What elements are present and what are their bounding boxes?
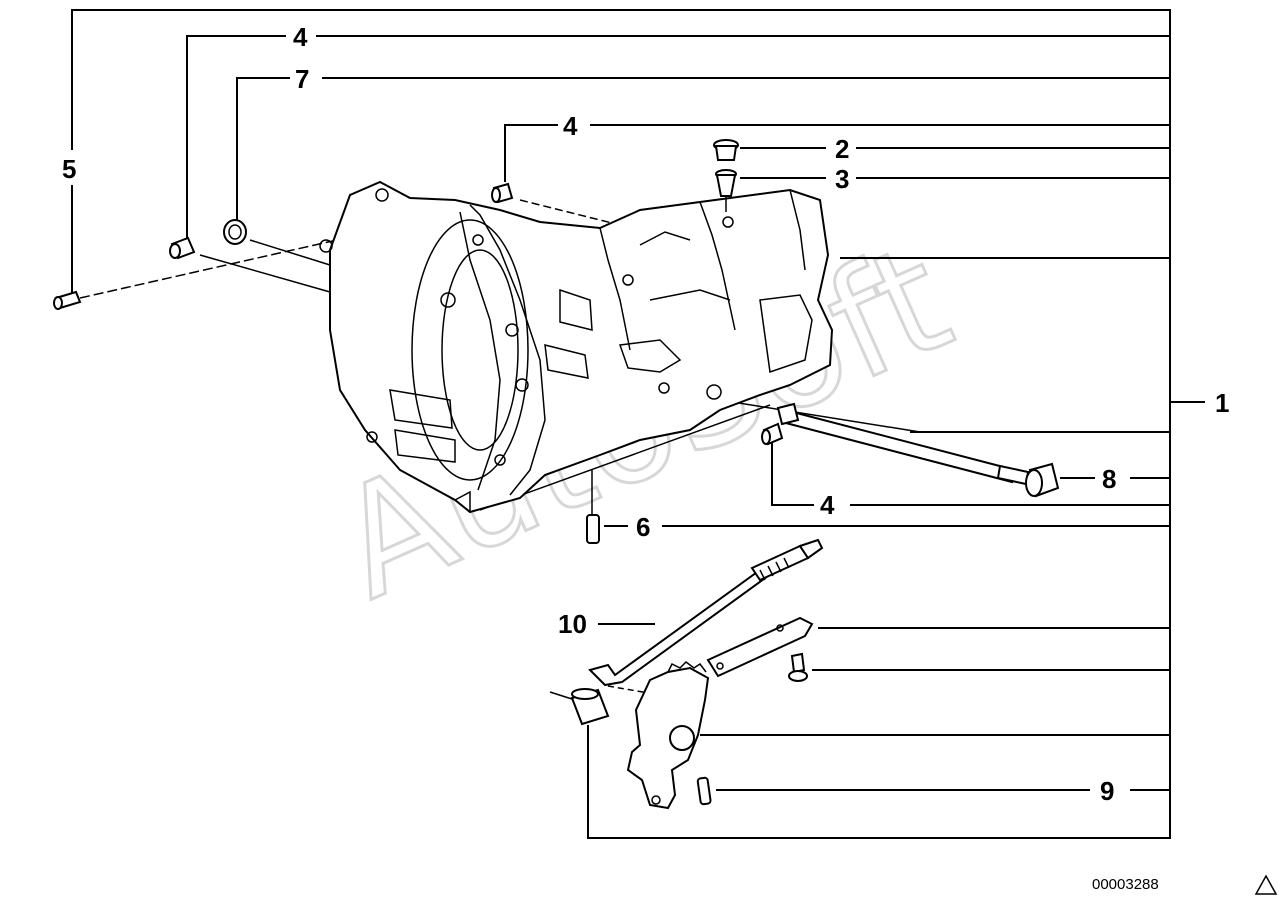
cable-rod-part [588, 538, 824, 687]
detent-segment-part [626, 661, 712, 810]
callout-1: 1 [1215, 388, 1229, 418]
callout-4-right: 4 [820, 490, 835, 520]
callout-7: 7 [295, 64, 309, 94]
reference-number: 00003288 [1092, 876, 1159, 893]
callout-8: 8 [1102, 464, 1116, 494]
warning-triangle-icon [1254, 874, 1278, 895]
callout-4-top-left: 4 [293, 22, 308, 52]
end-cap-part [1025, 462, 1060, 498]
callout-10: 10 [558, 609, 587, 639]
dowel-pin-part [53, 290, 82, 310]
transmission-housing [319, 180, 834, 514]
plug-part-top [491, 182, 514, 204]
selector-shaft-part [776, 402, 1030, 486]
plug-part-left [169, 236, 196, 260]
callout-3: 3 [835, 164, 849, 194]
bushing-part [570, 688, 610, 726]
callout-6: 6 [636, 512, 650, 542]
bolt-part [788, 652, 808, 682]
lever-plate-part [706, 616, 814, 678]
callout-5: 5 [62, 154, 76, 184]
leader-lines [71, 9, 1205, 839]
plug-part-right [761, 422, 784, 446]
callout-2: 2 [835, 134, 849, 164]
seal-ring-part [223, 219, 247, 245]
pin-part [586, 470, 600, 544]
callout-4-top-center: 4 [563, 111, 578, 141]
breather-valve-part [715, 169, 737, 212]
breather-cap-part [713, 139, 739, 161]
callout-9: 9 [1100, 776, 1114, 806]
